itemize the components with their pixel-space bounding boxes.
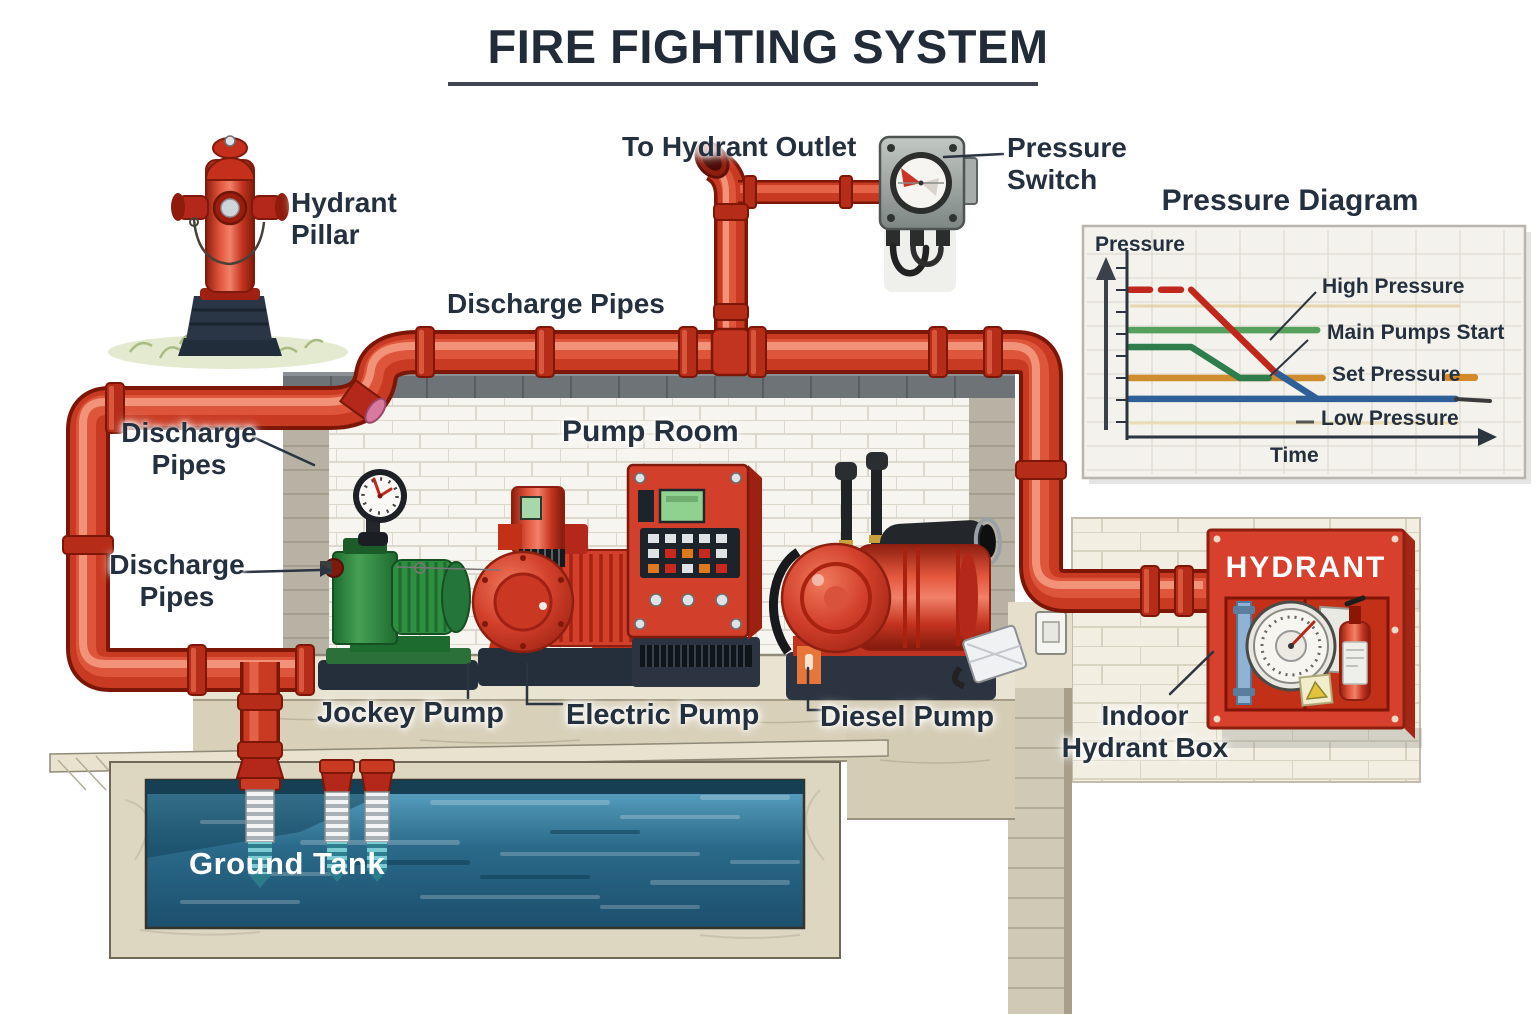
legend-low-pressure: Low Pressure: [1321, 407, 1459, 430]
diagram-line-high-pressure: [1187, 286, 1278, 375]
pressure-switch-graphic: [878, 135, 978, 292]
diagram-line-main-pumps-start-threshold: [1126, 343, 1272, 382]
pressure-axis-label: Pressure: [1095, 233, 1185, 256]
label-diesel-pump: Diesel Pump: [820, 701, 995, 733]
label-to-hydrant-outlet: To Hydrant Outlet: [622, 131, 857, 162]
hydrant-outlet-opening: [694, 141, 730, 179]
ground-tank-graphic: [49, 739, 889, 959]
label-hydrant-pillar: Hydrant Pillar: [291, 187, 397, 250]
legend-main-pumps-start: Main Pumps Start: [1327, 321, 1505, 344]
legend-high-pressure: High Pressure: [1322, 275, 1465, 298]
suction-pipes-graphic: [235, 757, 395, 888]
label-jockey-pump: Jockey Pump: [317, 697, 504, 729]
discharge-pipes-graphic: [62, 141, 1208, 760]
label-pump-room: Pump Room: [562, 415, 739, 448]
electric-pump-graphic: [471, 486, 646, 686]
diagram-line-pressure-decay-to-low: [1270, 368, 1321, 403]
label-discharge-pipes-left-lower: Discharge Pipes: [109, 549, 245, 612]
time-axis-label: Time: [1270, 444, 1319, 467]
label-discharge-pipes-top: Discharge Pipes: [447, 288, 665, 319]
pressure-diagram-title: Pressure Diagram: [1161, 184, 1419, 217]
label-ground-tank: Ground Tank: [189, 846, 386, 881]
indoor-hydrant-box-graphic: [1206, 528, 1422, 748]
hydrant-pillar-graphic: [108, 135, 348, 369]
title-underline: [448, 82, 1038, 86]
label-electric-pump: Electric Pump: [566, 699, 760, 731]
diesel-pump-graphic: [768, 452, 1028, 700]
label-pressure-switch: Pressure Switch: [1007, 132, 1127, 195]
pressure-diagram-panel: [1081, 224, 1531, 484]
page-title: FIRE FIGHTING SYSTEM: [487, 20, 1049, 73]
control-panel-graphic: [626, 463, 762, 687]
callout-lines: [241, 152, 1215, 712]
legend-set-pressure: Set Pressure: [1332, 363, 1461, 386]
jockey-pump-graphic: [318, 469, 478, 690]
label-discharge-pipes-left-upper: Discharge Pipes: [121, 417, 257, 480]
label-indoor-hydrant-box: Indoor Hydrant Box: [1061, 700, 1229, 763]
hydrant-box-sign: HYDRANT: [1225, 551, 1387, 584]
